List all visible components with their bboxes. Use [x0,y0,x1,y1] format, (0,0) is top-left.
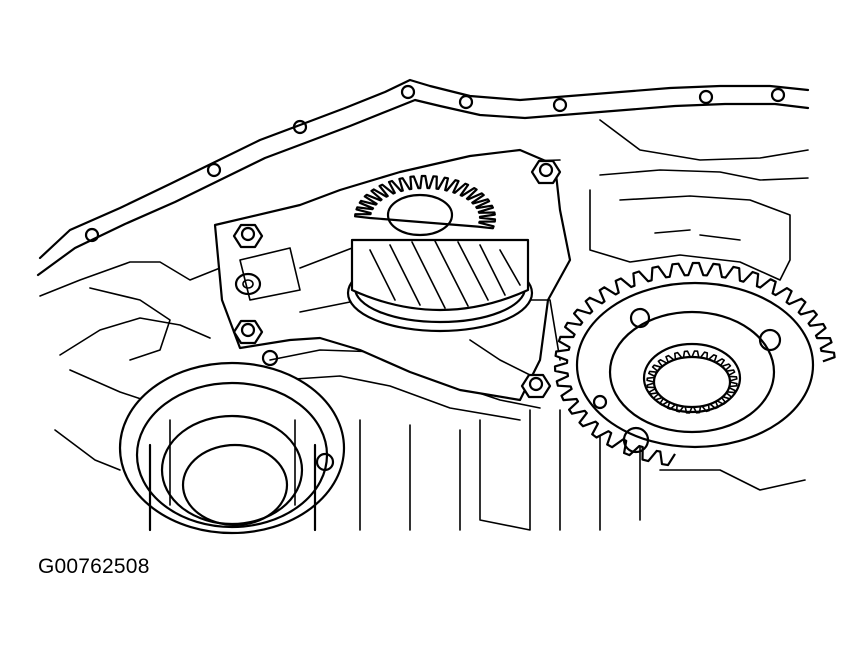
hex-bolt-icon [232,159,562,399]
figure-code-label: G00762508 [38,555,150,578]
bearing-bore [118,349,346,535]
ring-gear-icon [553,261,836,467]
case-flange [36,78,810,277]
pinion-gear-icon [346,174,534,333]
